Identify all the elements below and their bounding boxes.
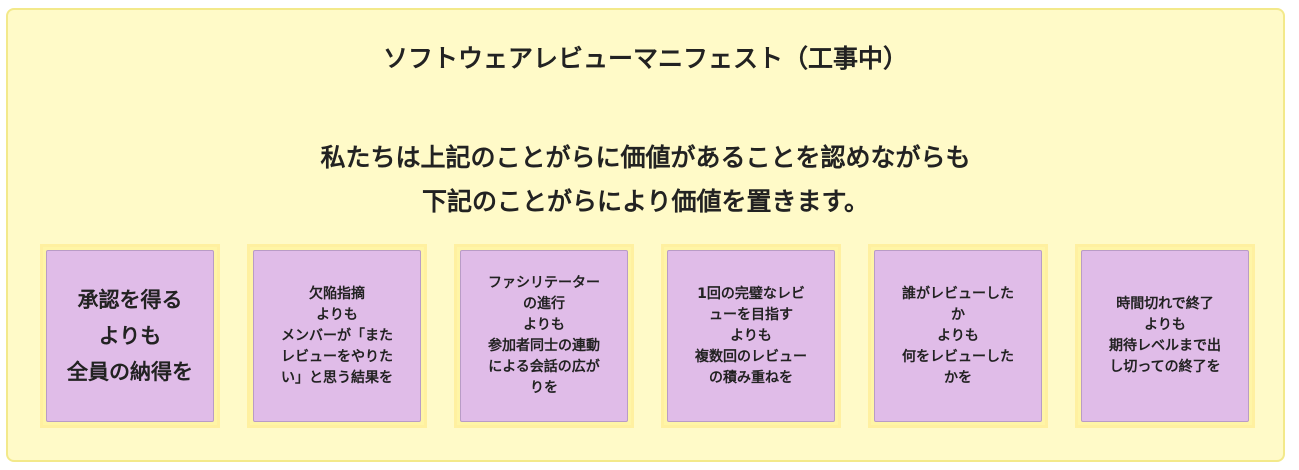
card-4-line: よりも [730,327,772,344]
card-5-line: 誰がレビューした [902,285,1014,302]
value-card-3: ファシリテーター の進行 よりも 参加者同士の連動 による会話の広が りを [460,250,628,422]
card-5-line: よりも [937,327,979,344]
card-5-line: 何をレビューした [902,348,1014,365]
card-5-line: かを [944,369,972,386]
card-6-line: 時間切れで終了 [1116,296,1214,312]
card-3-line: 参加者同士の連動 [488,338,600,354]
card-2-text: 欠陥指摘 よりも メンバーが「また レビューをやりた い」と思う結果を [281,284,393,389]
value-card-6: 時間切れで終了 よりも 期待レベルまで出 し切っての終了を [1081,250,1249,422]
card-slot-2: 欠陥指摘 よりも メンバーが「また レビューをやりた い」と思う結果を [247,244,427,428]
card-2-line: レビューをやりた [281,348,393,365]
card-4-line: 複数回のレビュー [695,348,807,365]
card-6-text: 時間切れで終了 よりも 期待レベルまで出 し切っての終了を [1109,294,1221,378]
card-slot-6: 時間切れで終了 よりも 期待レベルまで出 し切っての終了を [1075,244,1255,428]
card-5-text: 誰がレビューした か よりも 何をレビューした かを [902,284,1014,389]
card-1-text: 承認を得る よりも 全員の納得を [67,282,193,390]
value-card-5: 誰がレビューした か よりも 何をレビューした かを [874,250,1042,422]
diagram-title: ソフトウェアレビューマニフェスト（工事中） [382,44,908,73]
statement-line-1: 私たちは上記のことがらに価値があることを認めながらも [320,143,971,172]
card-4-text: 1回の完璧なレビ ューを目指す よりも 複数回のレビュー の積み重ねを [695,284,807,389]
card-6-line: し切っての終了を [1109,359,1221,375]
card-1-line: よりも [98,324,162,348]
card-1-line: 承認を得る [77,288,183,312]
card-4-line: の積み重ねを [709,369,793,386]
card-2-line: い」と思う結果を [281,369,393,386]
card-slot-1: 承認を得る よりも 全員の納得を [40,244,220,428]
value-statement: 私たちは上記のことがらに価値があることを認めながらも 下記のことがらにより価値を… [8,136,1283,224]
card-6-line: 期待レベルまで出 [1109,338,1221,354]
card-3-line: よりも [523,317,565,333]
card-2-line: よりも [316,306,358,323]
value-card-4: 1回の完璧なレビ ューを目指す よりも 複数回のレビュー の積み重ねを [667,250,835,422]
card-3-line: による会話の広が [488,359,600,375]
statement-line-2: 下記のことがらにより価値を置きます。 [421,187,869,216]
card-2-line: 欠陥指摘 [309,285,365,302]
card-1-line: 全員の納得を [67,360,193,384]
card-slot-4: 1回の完璧なレビ ューを目指す よりも 複数回のレビュー の積み重ねを [661,244,841,428]
card-slot-5: 誰がレビューした か よりも 何をレビューした かを [868,244,1048,428]
card-4-line: ューを目指す [709,306,793,323]
value-card-1: 承認を得る よりも 全員の納得を [46,250,214,422]
card-5-line: か [951,306,965,323]
card-3-line: りを [530,380,558,396]
card-4-line: 1回の完璧なレビ [697,285,805,302]
card-slot-3: ファシリテーター の進行 よりも 参加者同士の連動 による会話の広が りを [454,244,634,428]
card-3-text: ファシリテーター の進行 よりも 参加者同士の連動 による会話の広が りを [488,273,600,399]
value-card-2: 欠陥指摘 よりも メンバーが「また レビューをやりた い」と思う結果を [253,250,421,422]
card-6-line: よりも [1144,317,1186,333]
card-3-line: の進行 [523,296,565,312]
card-3-line: ファシリテーター [488,275,600,291]
card-2-line: メンバーが「また [281,327,393,344]
